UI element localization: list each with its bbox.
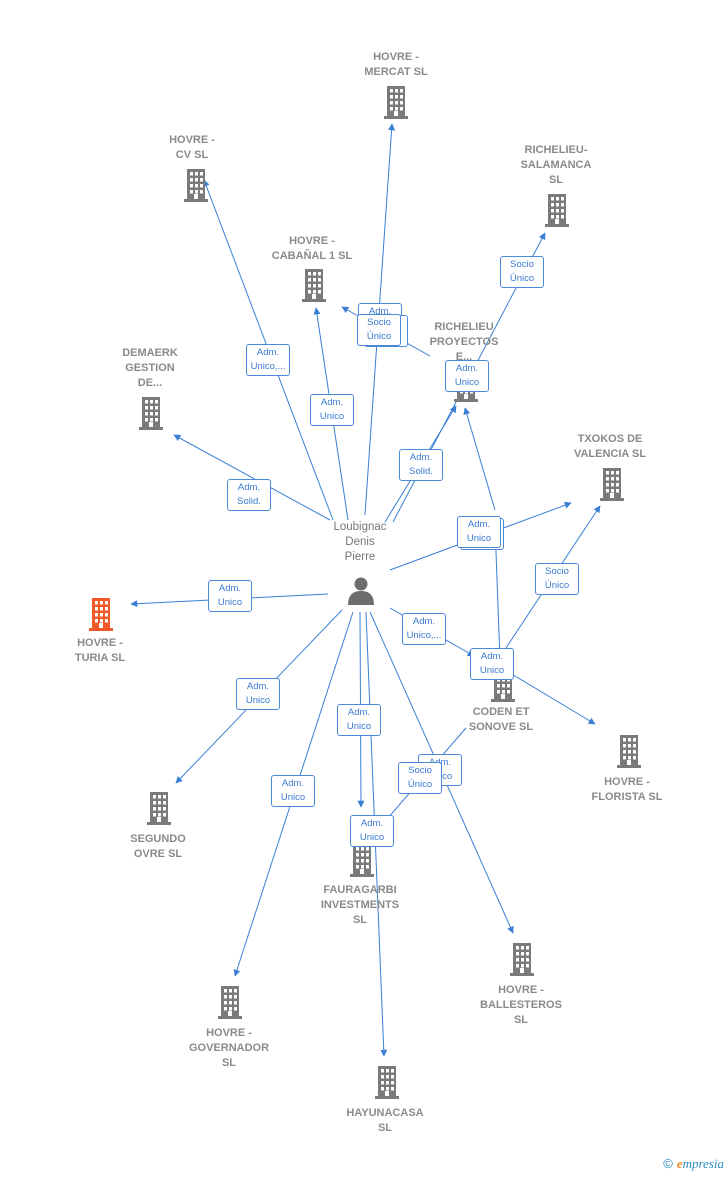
company-name[interactable]: HAYUNACASA SL: [346, 1107, 424, 1134]
company-name[interactable]: HOVRE - GOVERNADOR SL: [188, 1027, 270, 1069]
role-badge[interactable]: Adm. Unico: [310, 394, 354, 426]
role-badge[interactable]: Adm. Solid.: [227, 479, 271, 511]
company-node-label[interactable]: RICHELIEU- SALAMANCA SL: [501, 143, 611, 188]
role-badge[interactable]: Socio Único: [357, 314, 401, 346]
company-node-label[interactable]: DEMAERK GESTION DE...: [95, 346, 205, 391]
company-node-label[interactable]: HAYUNACASA SL: [330, 1106, 440, 1136]
building-icon[interactable]: [598, 467, 626, 501]
brand-e: e: [676, 1156, 683, 1171]
company-name[interactable]: HOVRE - CV SL: [169, 134, 215, 161]
company-node-label[interactable]: CODEN ET SONOVE SL: [446, 705, 556, 735]
company-name[interactable]: HOVRE - FLORISTA SL: [591, 776, 663, 803]
company-name[interactable]: DEMAERK GESTION DE...: [122, 347, 178, 389]
edge-line: [463, 407, 496, 511]
person-icon[interactable]: [346, 575, 376, 605]
company-name[interactable]: RICHELIEU- SALAMANCA SL: [520, 144, 592, 186]
role-badge[interactable]: Socio Único: [535, 563, 579, 595]
company-node-label[interactable]: HOVRE - FLORISTA SL: [572, 775, 682, 805]
building-icon[interactable]: [543, 193, 571, 227]
role-badge[interactable]: Adm. Unico: [271, 775, 315, 807]
building-icon[interactable]: [216, 985, 244, 1019]
company-node-label[interactable]: HOVRE - CABAÑAL 1 SL: [257, 234, 367, 264]
building-icon[interactable]: [348, 843, 376, 877]
role-badge[interactable]: Adm. Unico: [350, 815, 394, 847]
company-name[interactable]: HOVRE - TURIA SL: [74, 637, 126, 664]
role-badge[interactable]: Adm. Unico: [445, 360, 489, 392]
company-name[interactable]: RICHELIEU PROYECTOS E...: [429, 321, 499, 363]
role-badge[interactable]: Adm. Unico: [337, 704, 381, 736]
role-badge[interactable]: Adm. Unico: [208, 580, 252, 612]
building-icon[interactable]: [145, 791, 173, 825]
company-name[interactable]: SEGUNDO OVRE SL: [130, 833, 186, 860]
company-name[interactable]: HOVRE - MERCAT SL: [364, 51, 428, 78]
role-badge[interactable]: Adm. Unico,...: [246, 344, 290, 376]
role-badge[interactable]: Adm. Unico: [470, 648, 514, 680]
building-icon[interactable]: [373, 1065, 401, 1099]
role-badge[interactable]: Adm. Solid.: [399, 449, 443, 481]
building-icon[interactable]: [615, 734, 643, 768]
company-name[interactable]: TXOKOS DE VALENCIA SL: [573, 433, 647, 460]
company-node-label[interactable]: HOVRE - CV SL: [137, 133, 247, 163]
edge-line: [504, 669, 596, 725]
building-icon[interactable]: [182, 168, 210, 202]
company-name[interactable]: CODEN ET SONOVE SL: [468, 706, 534, 733]
building-icon[interactable]: [300, 268, 328, 302]
person-label[interactable]: Loubignac Denis Pierre: [333, 521, 387, 563]
edge-line: [173, 434, 331, 521]
company-node-label[interactable]: SEGUNDO OVRE SL: [103, 832, 213, 862]
company-node-label[interactable]: HOVRE - TURIA SL: [45, 636, 155, 666]
company-node-label[interactable]: HOVRE - MERCAT SL: [341, 50, 451, 80]
company-node-label[interactable]: FAURAGARBI INVESTMENTS SL: [305, 883, 415, 928]
copyright-icon: ©: [663, 1156, 673, 1171]
building-icon[interactable]: [508, 942, 536, 976]
role-badge[interactable]: Adm. Unico: [236, 678, 280, 710]
role-badge[interactable]: Socio Único: [398, 762, 442, 794]
brand-name[interactable]: mpresia: [682, 1156, 724, 1171]
company-node-label[interactable]: RICHELIEU PROYECTOS E...: [409, 320, 519, 365]
company-name[interactable]: HOVRE - CABAÑAL 1 SL: [271, 235, 353, 262]
company-name[interactable]: FAURAGARBI INVESTMENTS SL: [320, 884, 400, 926]
company-node-label[interactable]: HOVRE - BALLESTEROS SL: [466, 983, 576, 1028]
building-icon[interactable]: [137, 396, 165, 430]
company-node-label[interactable]: HOVRE - GOVERNADOR SL: [174, 1026, 284, 1071]
role-badge[interactable]: Adm. Unico: [457, 516, 501, 548]
company-name[interactable]: HOVRE - BALLESTEROS SL: [480, 984, 562, 1026]
building-icon[interactable]: [382, 85, 410, 119]
company-node-label[interactable]: TXOKOS DE VALENCIA SL: [555, 432, 665, 462]
role-badge[interactable]: Socio Único: [500, 256, 544, 288]
copyright: ©empresia: [663, 1156, 724, 1172]
role-badge[interactable]: Adm. Unico,...: [402, 613, 446, 645]
building-icon[interactable]: [87, 597, 115, 631]
